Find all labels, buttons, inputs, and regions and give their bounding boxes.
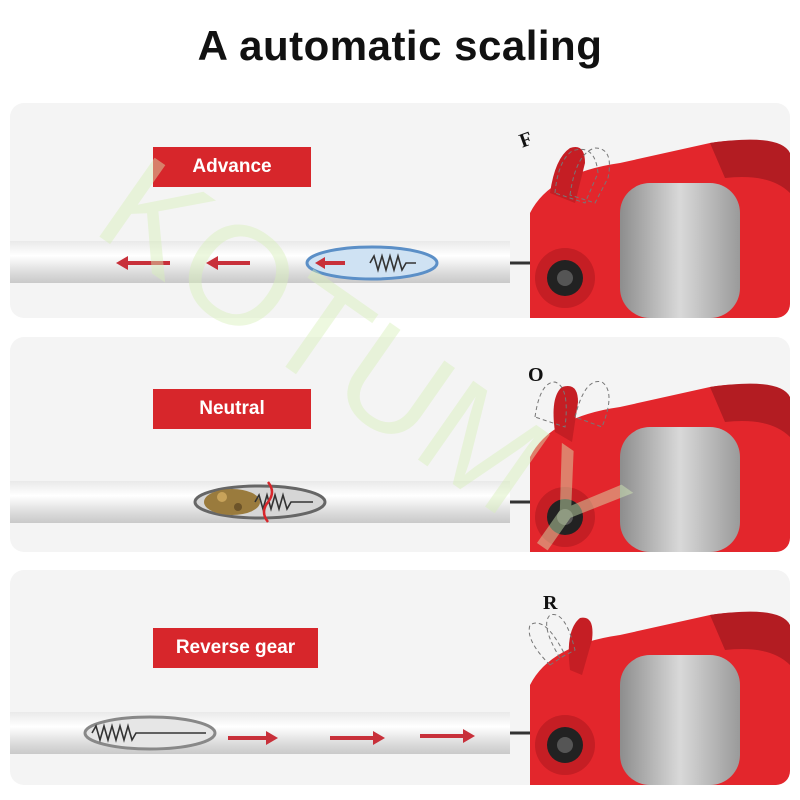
arrow-right-icon [228, 729, 475, 745]
gear-letter-o: O [528, 364, 544, 386]
panel-advance: Advance F [10, 103, 790, 318]
reverse-illustration [10, 611, 790, 785]
panel-neutral: Neutral O [10, 337, 790, 552]
neutral-illustration [10, 380, 790, 552]
mode-label-neutral: Neutral [153, 389, 311, 429]
debris-icon [204, 489, 260, 515]
arrow-left-icon [116, 256, 345, 270]
spring-icon [254, 492, 313, 512]
panel-reverse: Reverse gear R [10, 570, 790, 785]
pipe-window [305, 245, 439, 281]
drain-machine [530, 380, 790, 552]
drain-machine [530, 139, 790, 318]
drain-machine [528, 611, 790, 785]
spring-icon [369, 253, 416, 273]
page-title: A automatic scaling [197, 22, 603, 69]
spring-icon [91, 723, 206, 743]
advance-illustration [10, 139, 790, 318]
gear-letter-r: R [543, 592, 558, 614]
mode-label-advance: Advance [153, 147, 311, 187]
mode-label-reverse: Reverse gear [153, 628, 318, 668]
